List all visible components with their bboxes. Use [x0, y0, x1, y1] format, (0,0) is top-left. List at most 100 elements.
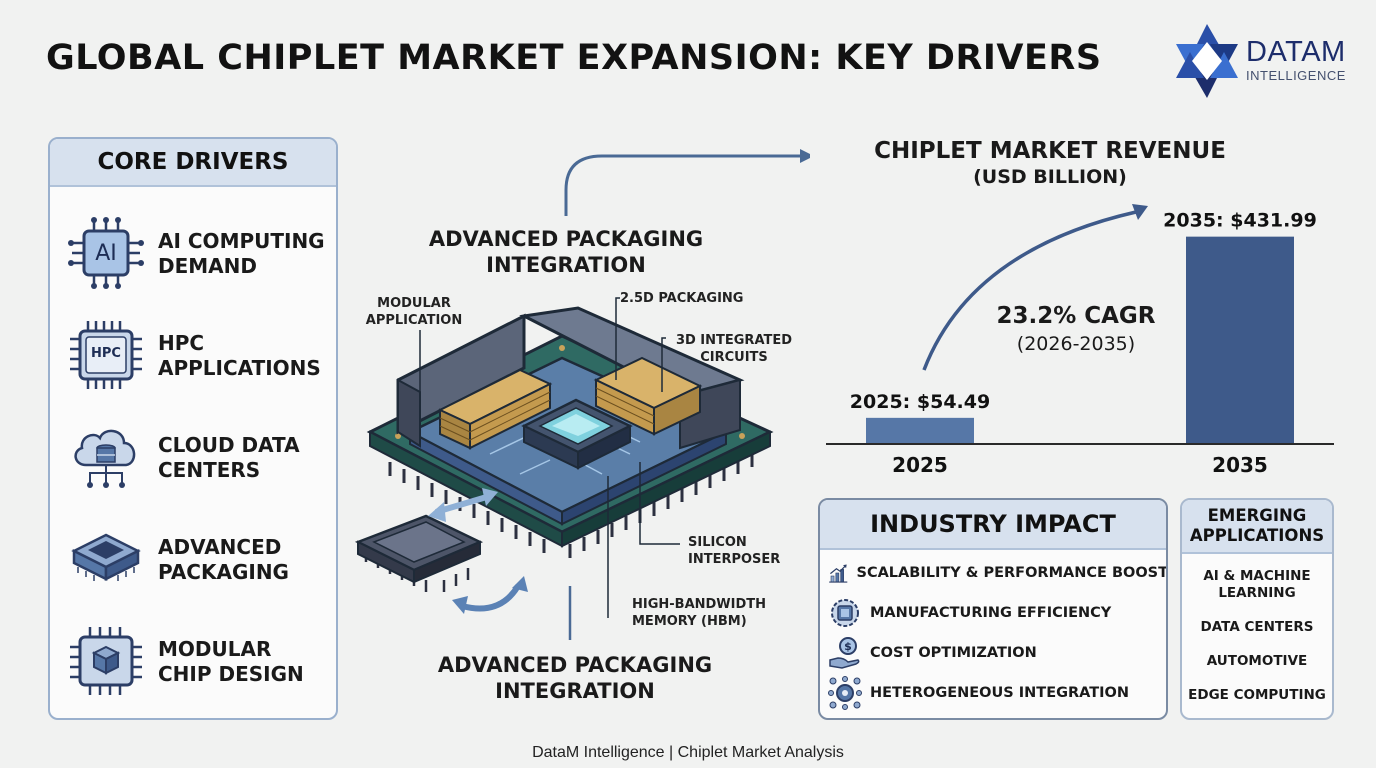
package-chip-icon: [71, 533, 141, 582]
app-item-line: AUTOMOTIVE: [1206, 653, 1308, 669]
cagr-period: (2026-2035): [1017, 333, 1135, 355]
callout-line: 3D INTEGRATED: [675, 333, 793, 348]
chiplet-package-illustration: [354, 149, 810, 640]
emerging-applications-panel: EMERGING APPLICATIONS AI & MACHINE LEARN…: [1180, 498, 1334, 720]
callout-line: HIGH-BANDWIDTH: [632, 597, 767, 612]
app-item-line: EDGE COMPUTING: [1188, 687, 1326, 703]
hpc-chip-icon: [70, 321, 142, 389]
impact-item: HETEROGENEOUS INTEGRATION: [828, 676, 1166, 710]
driver-cloud-data-centers: CLOUD DATA CENTERS: [68, 419, 328, 499]
impact-label: MANUFACTURING EFFICIENCY: [870, 605, 1112, 621]
driver-label-line: MODULAR: [158, 637, 272, 661]
flow-arrow-head: [800, 149, 810, 163]
callout-25d-packaging: 2.5D PACKAGING: [620, 290, 743, 307]
logo-subtitle: INTELLIGENCE: [1246, 68, 1346, 83]
datam-logo: DATAM INTELLIGENCE: [1172, 22, 1362, 102]
callout-3d-integrated-circuits: 3D INTEGRATED CIRCUITS: [670, 332, 798, 366]
driver-ai-computing: AI AI COMPUTING DEMAND: [68, 215, 328, 295]
diagram-title-line: INTEGRATION: [495, 679, 655, 703]
diagram-title-line: ADVANCED PACKAGING: [428, 227, 704, 251]
app-item: AUTOMOTIVE: [1182, 653, 1332, 670]
svg-text:$: $: [844, 640, 852, 653]
heading-line: APPLICATIONS: [1189, 526, 1325, 545]
impact-item: MANUFACTURING EFFICIENCY: [828, 596, 1166, 630]
driver-label: ADVANCED PACKAGING: [158, 535, 289, 585]
callout-silicon-interposer: SILICON INTERPOSER: [688, 534, 780, 568]
modular-cube-chip-icon: [70, 627, 142, 695]
callout-line: SILICON: [688, 535, 747, 550]
logo-name: DATAM: [1246, 36, 1346, 68]
driver-label-line: CLOUD DATA: [158, 433, 300, 457]
bar-data-label: 2025: $54.49: [850, 391, 990, 413]
bar-2035: [1186, 236, 1294, 444]
driver-label-line: CHIP DESIGN: [158, 662, 304, 686]
driver-hpc: HPC HPC APPLICATIONS: [68, 317, 328, 397]
page-title: GLOBAL CHIPLET MARKET EXPANSION: KEY DRI…: [46, 38, 1102, 78]
driver-label-line: DEMAND: [158, 254, 257, 278]
ai-icon-text: AI: [95, 241, 117, 266]
app-item-line: LEARNING: [1218, 585, 1296, 601]
callout-hbm: HIGH-BANDWIDTH MEMORY (HBM): [632, 596, 766, 630]
heading-line: EMERGING: [1207, 506, 1307, 525]
app-item-line: DATA CENTERS: [1200, 619, 1314, 635]
x-tick-label: 2035: [1212, 453, 1268, 477]
driver-label-line: HPC: [158, 331, 205, 355]
swap-arrow: [435, 493, 491, 515]
rotate-arrow: [461, 584, 521, 612]
chart-title: CHIPLET MARKET REVENUE: [874, 138, 1226, 164]
bar-data-label: 2035: $431.99: [1163, 210, 1317, 232]
gear-network-icon: [828, 676, 862, 710]
industry-impact-heading: INDUSTRY IMPACT: [820, 500, 1166, 550]
cagr-label: 23.2% CAGR: [996, 303, 1155, 329]
growth-chart-icon: [829, 564, 848, 583]
driver-label-line: PACKAGING: [158, 560, 289, 584]
diagram-title-line: INTEGRATION: [486, 253, 646, 277]
cloud-database-icon: [74, 429, 136, 488]
core-drivers-heading: CORE DRIVERS: [50, 139, 336, 187]
hpc-icon-text: HPC: [91, 346, 121, 361]
driver-label-line: CENTERS: [158, 458, 261, 482]
diagram-title-line: ADVANCED PACKAGING: [437, 653, 713, 677]
impact-label: HETEROGENEOUS INTEGRATION: [870, 685, 1130, 701]
chip-gear-icon: [831, 599, 859, 627]
callout-modular-application: MODULAR APPLICATION: [362, 295, 466, 329]
app-item: EDGE COMPUTING: [1182, 687, 1332, 704]
app-item: AI & MACHINE LEARNING: [1182, 568, 1332, 602]
impact-item: SCALABILITY & PERFORMANCE BOOST: [828, 556, 1168, 590]
floating-chiplet: [354, 514, 484, 592]
callout-line: APPLICATION: [365, 313, 463, 328]
diagram-title-top: ADVANCED PACKAGING INTEGRATION: [406, 226, 726, 278]
chart-subtitle: (USD BILLION): [973, 166, 1127, 188]
emerging-applications-heading: EMERGING APPLICATIONS: [1182, 500, 1332, 554]
dollar-hand-icon: $: [829, 637, 860, 669]
driver-label-line: APPLICATIONS: [158, 356, 321, 380]
driver-label-line: AI COMPUTING: [158, 229, 325, 253]
driver-advanced-packaging: ADVANCED PACKAGING: [68, 521, 328, 601]
callout-line: MEMORY (HBM): [632, 614, 747, 629]
callout-lines: [419, 297, 680, 618]
callout-line: MODULAR: [377, 296, 451, 311]
cagr-arrow: [922, 210, 1137, 371]
impact-label: COST OPTIMIZATION: [870, 645, 1037, 661]
bar-2025: [866, 417, 974, 444]
callout-line: CIRCUITS: [700, 350, 768, 365]
diagram-title-bottom: ADVANCED PACKAGING INTEGRATION: [415, 652, 735, 704]
driver-label-line: ADVANCED: [158, 535, 282, 559]
driver-label: AI COMPUTING DEMAND: [158, 229, 325, 279]
impact-item: $ COST OPTIMIZATION: [828, 636, 1166, 670]
industry-impact-panel: INDUSTRY IMPACT SCALABILITY & PERFORMANC…: [818, 498, 1168, 720]
impact-label: SCALABILITY & PERFORMANCE BOOST: [856, 565, 1168, 581]
star-logo-icon: [1176, 24, 1238, 98]
x-tick-label: 2025: [892, 453, 948, 477]
driver-label: MODULAR CHIP DESIGN: [158, 637, 304, 687]
driver-modular-chip-design: MODULAR CHIP DESIGN: [68, 623, 328, 703]
ai-chip-icon: [68, 217, 144, 289]
callout-line: 2.5D PACKAGING: [620, 291, 744, 306]
revenue-bar-chart: 23.2% CAGR (2026-2035) 2025: $54.49 2025 2…: [826, 204, 1334, 477]
footer-credit: DataM Intelligence | Chiplet Market Anal…: [532, 744, 844, 761]
driver-label: CLOUD DATA CENTERS: [158, 433, 300, 483]
cagr-arrow-head: [1132, 204, 1148, 220]
core-drivers-panel: CORE DRIVERS AI AI COMPUTING DEMAND: [48, 137, 338, 720]
app-item-line: AI & MACHINE: [1203, 568, 1311, 584]
flow-arrow: [564, 154, 802, 216]
